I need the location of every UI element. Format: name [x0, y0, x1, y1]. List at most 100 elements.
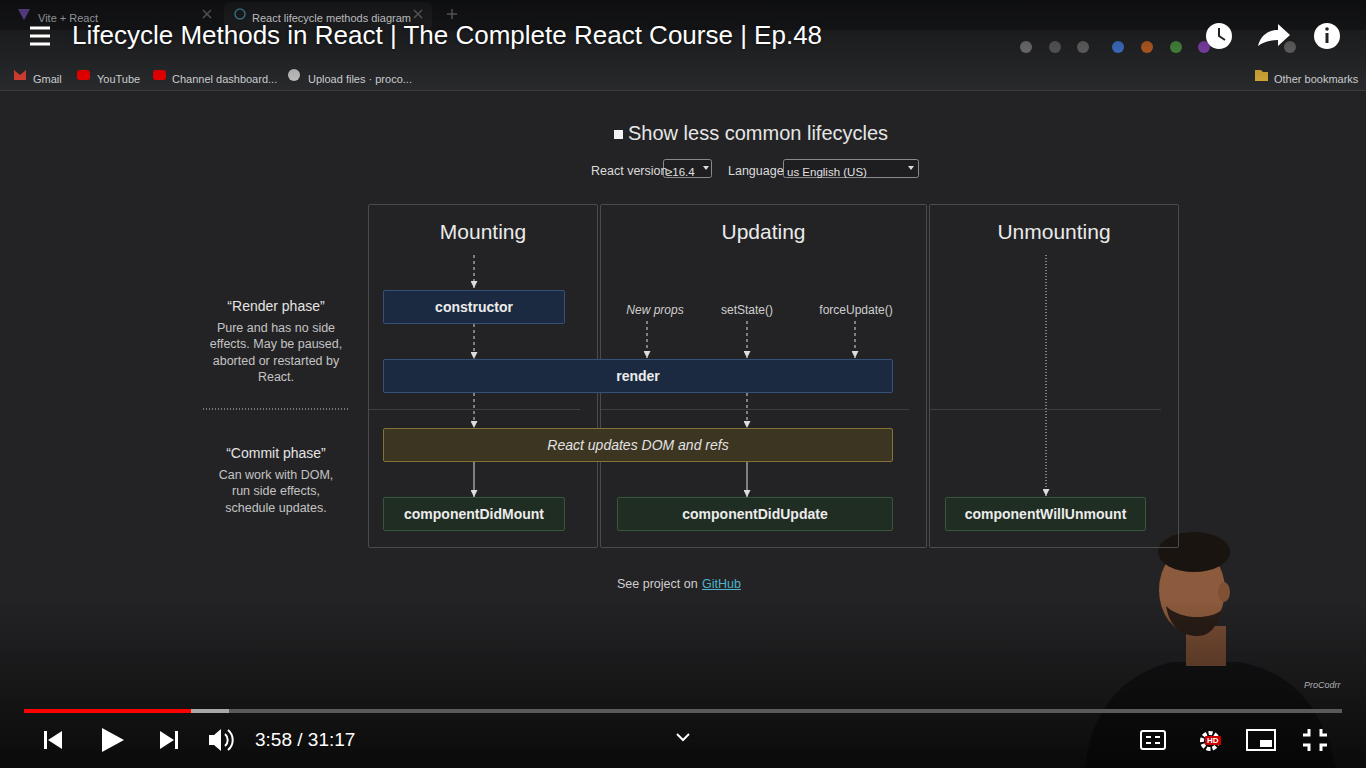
flow-connector: [747, 462, 748, 497]
method-name: componentDidMount: [404, 506, 544, 522]
method-box: componentDidUpdate: [617, 497, 893, 531]
label-slot: Lifecycle Methods in React | The Complet…: [72, 20, 822, 51]
label-slot: us English (US): [787, 162, 867, 180]
trigger-label: setState(): [721, 303, 773, 317]
method-name: componentDidUpdate: [682, 506, 827, 522]
field-label: React version: [591, 164, 667, 178]
play-icon: [102, 728, 124, 752]
volume-waves: [225, 730, 233, 750]
field-label: Language: [728, 164, 784, 178]
label-slot: Vite + React: [38, 8, 98, 26]
phase-note: Can work with DOM, run side effects, sch…: [208, 467, 344, 516]
trigger-label: New props: [626, 303, 683, 317]
footer-text: See project on: [617, 577, 698, 591]
checkbox: [614, 130, 623, 139]
label-slot: Language: [728, 161, 784, 179]
label-slot: “Render phase”: [203, 297, 349, 315]
label-slot: “Commit phase”: [203, 444, 349, 462]
lifecycle-column: UnmountingcomponentWillUnmount: [929, 204, 1179, 548]
label-slot: React lifecycle methods diagram: [252, 8, 411, 26]
hd-badge: HD: [1205, 736, 1221, 745]
menu-icon: [30, 28, 50, 44]
flow-connector: [747, 393, 748, 428]
phase-title: “Commit phase”: [226, 445, 326, 461]
select-value: us English (US): [787, 166, 867, 178]
flow-connector: [474, 393, 475, 428]
bookmark-name: Other bookmarks: [1274, 73, 1358, 85]
method-box: render: [383, 359, 893, 393]
tab-title: React lifecycle methods diagram: [252, 12, 411, 24]
flow-line: [855, 321, 856, 358]
select-box: [664, 160, 712, 178]
process-name: React updates DOM and refs: [547, 437, 728, 453]
miniplayer-inset: [1260, 740, 1272, 747]
flow-line: [474, 255, 475, 288]
progress-track: [24, 709, 1342, 713]
progress-buffer: [24, 709, 229, 713]
prev-icon: [48, 731, 62, 749]
flow-connector: [474, 462, 475, 497]
label-slot: React version: [591, 161, 667, 179]
time-display: 3:58 / 31:17: [255, 729, 355, 750]
phase-title: “Render phase”: [227, 298, 324, 314]
column-heading: Mounting: [369, 219, 597, 245]
checkbox-label: Show less common lifecycles: [628, 122, 888, 144]
method-box: constructor: [383, 290, 565, 324]
label-slot: HD: [1205, 729, 1221, 747]
fullscreen-icon: [1303, 729, 1327, 751]
watch-later-icon: [1206, 23, 1232, 49]
next-icon: [175, 731, 178, 749]
clock-hands: [1219, 28, 1225, 40]
method-name: render: [616, 368, 660, 384]
top-shade: [0, 0, 1366, 100]
channel-watermark: ProCodrr: [1304, 680, 1341, 690]
volume-icon: [209, 729, 221, 751]
label-slot: GitHub: [702, 574, 741, 592]
info-dot: [1325, 27, 1329, 31]
method-name: constructor: [435, 299, 513, 315]
info-stem: [1326, 33, 1329, 43]
tab-title: Vite + React: [38, 12, 98, 24]
select-arrow: [908, 166, 914, 170]
bottom-shade: [0, 600, 1366, 768]
label-slot: Show less common lifecycles: [628, 122, 888, 145]
presenter-hair: [1158, 532, 1230, 572]
footer-link: GitHub: [702, 577, 741, 591]
column-heading: Updating: [601, 219, 926, 245]
label-slot: Gmail: [33, 69, 62, 87]
bookmark-name: Upload files · proco...: [308, 73, 412, 85]
label-slot: Pure and has no side effects. May be pau…: [208, 320, 344, 386]
label-slot: See project on: [617, 574, 698, 592]
label-slot: Upload files · proco...: [308, 69, 412, 87]
label-slot: setState(): [687, 300, 807, 318]
share-icon: [1258, 24, 1290, 46]
phase-divider: [369, 409, 1161, 410]
label-slot: 3:58 / 31:17: [255, 729, 355, 751]
label-slot: Other bookmarks: [1274, 69, 1358, 87]
label-slot: forceUpdate(): [796, 300, 916, 318]
label-slot: Can work with DOM, run side effects, sch…: [208, 467, 344, 516]
method-box: componentDidMount: [383, 497, 565, 531]
flow-line: [747, 321, 748, 358]
label-slot: ProCodrr: [1304, 674, 1341, 692]
video-title: Lifecycle Methods in React | The Complet…: [72, 20, 822, 50]
phase-divider: [203, 409, 349, 410]
bookmark-name: Channel dashboard...: [172, 73, 277, 85]
select-arrow: [703, 166, 709, 170]
bookmark-name: YouTube: [97, 73, 140, 85]
label-slot: YouTube: [97, 69, 140, 87]
phase-note: Pure and has no side effects. May be pau…: [208, 320, 344, 386]
cc-marks: [1146, 737, 1160, 743]
flow-line: [1046, 255, 1047, 496]
label-slot: Channel dashboard...: [172, 69, 277, 87]
select-box: [784, 160, 919, 178]
presenter-ear: [1218, 582, 1230, 602]
info-icon: [1314, 23, 1340, 49]
flow-line: [647, 321, 648, 358]
label-slot: New props: [595, 300, 715, 318]
process-box: React updates DOM and refs: [383, 428, 893, 462]
select-value: ≥16.4: [666, 166, 695, 178]
miniplayer-icon: [1247, 730, 1275, 750]
next-icon: [160, 731, 174, 749]
